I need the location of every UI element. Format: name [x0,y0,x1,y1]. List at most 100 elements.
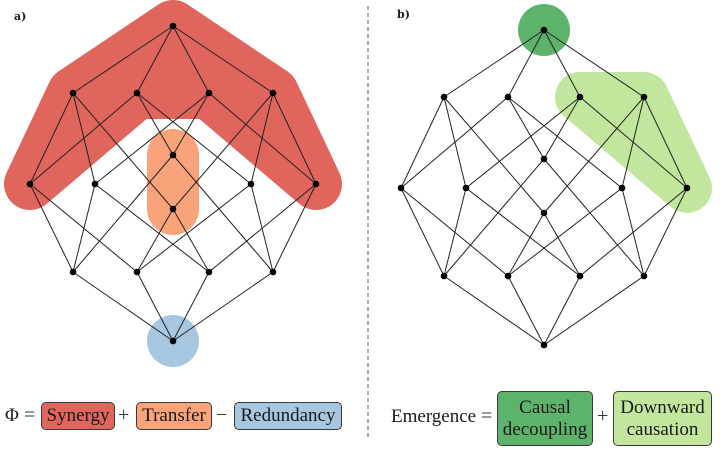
lattice-node [312,180,320,188]
lattice-node [169,22,177,30]
lattice-edge [172,92,210,156]
lattice-edge [72,183,96,273]
lattice-edge [136,92,174,156]
lattice-edge [136,183,252,273]
lattice-edge [136,25,174,94]
redundancy-box: Redundancy [234,402,342,430]
lattice-node [269,89,277,97]
lattice-edge [443,96,545,214]
lattice-node [133,89,141,97]
lattice-node [397,184,405,192]
lattice-edge [465,187,581,277]
panel-b-label: b) [397,8,410,21]
panel-a-lattice [4,0,342,367]
lattice-edge [400,96,509,189]
lattice-edge [29,92,138,185]
lattice-node [576,272,584,280]
downward-causation-box: Downward causation [613,391,712,446]
lattice-node [26,180,34,188]
lattice-edge [208,183,317,273]
causal-decoupling-line1: Causal [519,397,571,419]
lattice-edge [543,29,645,98]
lattice-node [69,89,77,97]
lattice-edge [543,29,581,98]
lattice-edge [543,275,581,346]
lattice-edge [136,271,174,342]
lattice-node [269,268,277,276]
lattice-edge [72,271,174,342]
lattice-node [540,155,548,163]
panel-b-lattice [397,4,712,349]
equals-sign: = [24,404,36,426]
lattice-edge [72,154,174,273]
lattice-edge [543,212,581,277]
downward-causation-line1: Downward [620,397,705,419]
lattice-edge [643,187,688,277]
causal-decoupling-line2: decoupling [502,418,588,440]
synergy-box: Synergy [41,402,115,430]
lattice-edge [172,208,210,273]
lattice-node [169,205,177,213]
phi-symbol: Φ [5,405,19,426]
lattice-edge [94,183,210,273]
lattice-edge [172,271,274,342]
lattice-node [462,184,470,192]
lattice-edge [579,187,688,277]
lattice-edge [136,92,252,185]
emergence-label: Emergence [391,406,477,427]
minus-sign: − [216,404,228,426]
lattice-edge [250,92,274,185]
lattice-edge [72,25,174,94]
lattice-node [133,268,141,276]
lattice-node [504,272,512,280]
lattice-node [504,93,512,101]
lattice-edge [621,96,645,189]
lattice-edge [29,92,74,185]
lattice-edge [507,29,545,98]
plus-sign: + [597,405,609,427]
lattice-edge [507,275,545,346]
lattice-edge [507,187,623,277]
lattice-edge [400,187,445,277]
lattice-edge [643,96,688,189]
lattice-edge [443,29,545,98]
lattice-edge [443,275,545,346]
lattice-edge [543,96,645,214]
lattice-edge [543,158,645,277]
lattice-node [640,93,648,101]
lattice-node [683,184,691,192]
lattice-node [247,180,255,188]
lattice-node [169,151,177,159]
lattice-edge [272,183,317,273]
lattice-node [540,26,548,34]
plus-sign: + [118,404,130,426]
lattice-edge [507,96,545,160]
lattice-edge [400,96,445,189]
lattice-node [205,89,213,97]
transfer-box: Transfer [136,402,212,430]
lattice-node [440,93,448,101]
lattice-node [618,184,626,192]
lattice-node [169,337,177,345]
lattice-node [91,180,99,188]
lattice-node [576,93,584,101]
causal-decoupling-box: Causal decoupling [497,391,593,446]
lattice-edge [94,92,210,185]
lattice-node [69,268,77,276]
downward-causation-line2: causation [626,418,699,440]
lattice-edge [465,96,581,189]
lattice-edge [172,92,274,210]
lattice-node [440,272,448,280]
lattice-edge [443,187,467,277]
lattice-edge [72,92,174,210]
lattice-edge [172,154,274,273]
lattice-edge [507,96,623,189]
lattice-edge [272,92,317,185]
lattice-node [540,341,548,349]
lattice-edge [29,183,74,273]
equals-sign: = [481,405,493,427]
lattice-node [640,272,648,280]
lattice-edge [172,25,274,94]
lattice-edge [136,208,174,273]
